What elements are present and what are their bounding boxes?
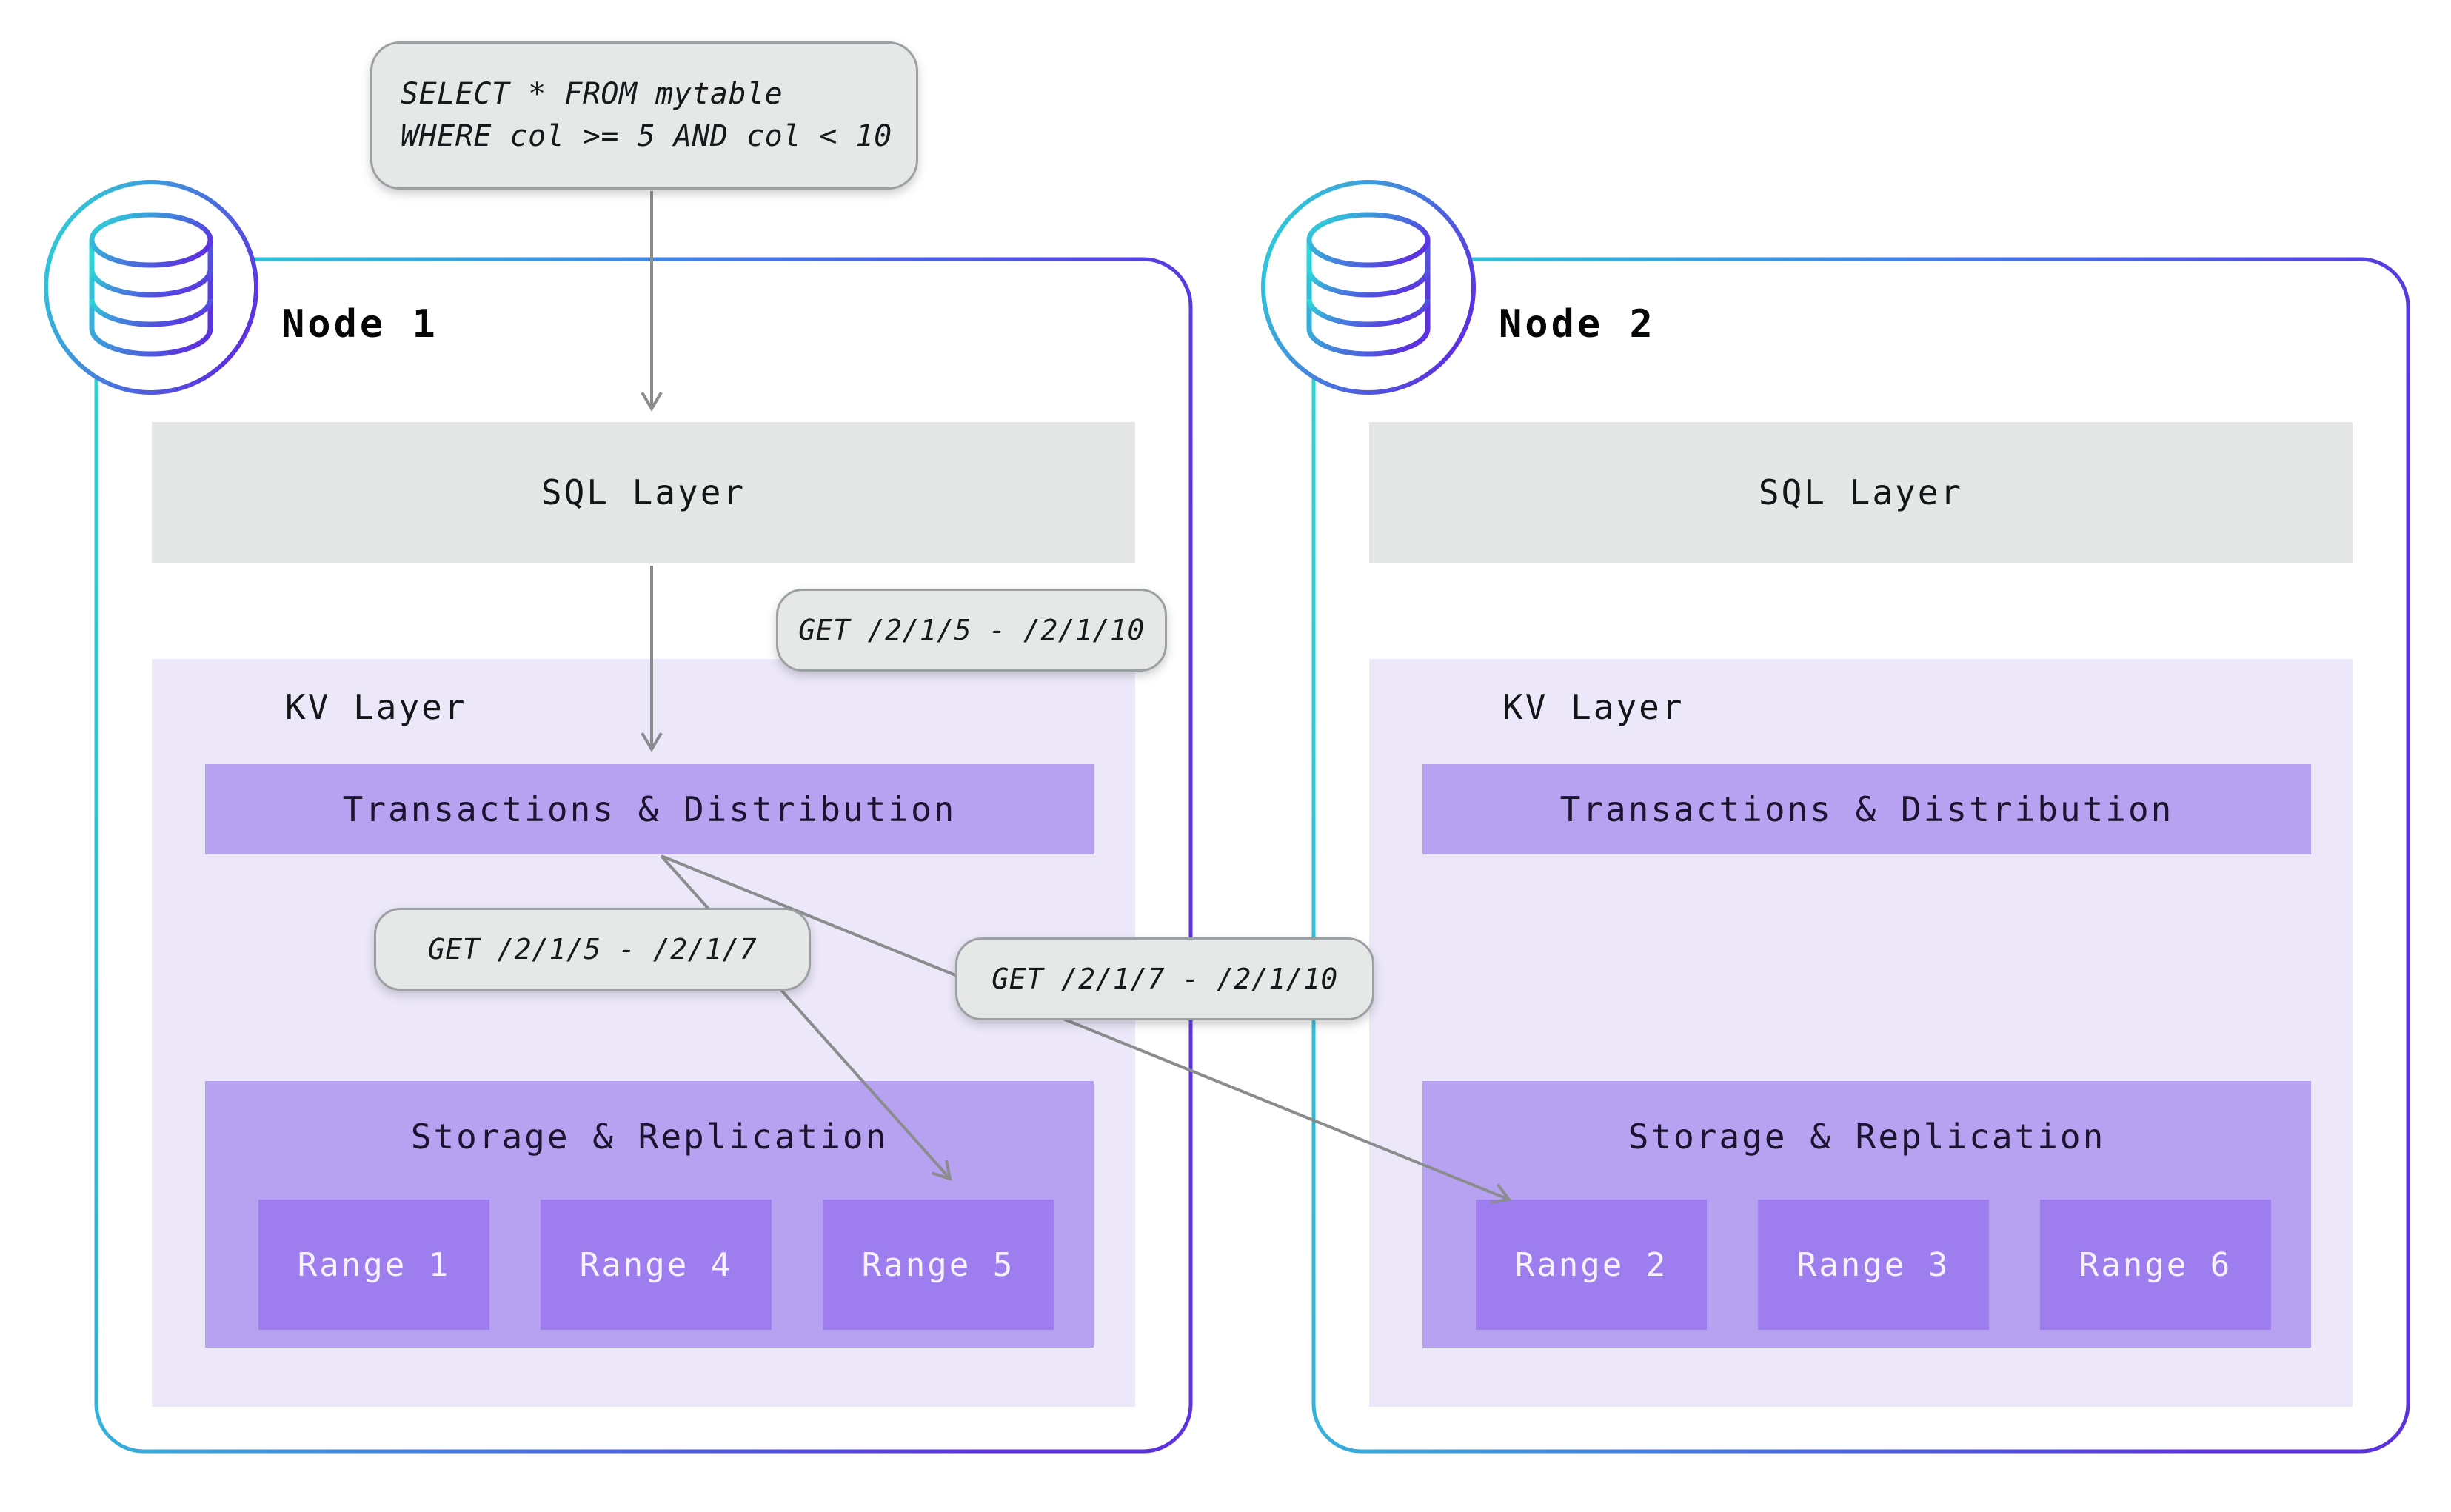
get-request-label-full: GET /2/1/5 - /2/1/10 xyxy=(776,589,1167,672)
range-label: Range 2 xyxy=(1514,1245,1668,1284)
get-request-label-right-split: GET /2/1/7 - /2/1/10 xyxy=(955,937,1374,1020)
sql-query-box: SELECT * FROM mytable WHERE col >= 5 AND… xyxy=(370,41,918,190)
node1-range-box: Range 1 xyxy=(258,1200,489,1330)
get-request-text: GET /2/1/5 - /2/1/7 xyxy=(427,933,758,966)
get-request-text: GET /2/1/7 - /2/1/10 xyxy=(992,963,1338,995)
storage-replication-label: Storage & Replication xyxy=(1628,1117,2106,1157)
node2-range-box: Range 3 xyxy=(1758,1200,1989,1330)
kv-layer-label: KV Layer xyxy=(285,687,467,727)
range-label: Range 4 xyxy=(579,1245,733,1284)
node1-title: Node 1 xyxy=(281,302,438,347)
range-label: Range 3 xyxy=(1796,1245,1950,1284)
node2-transactions-distribution-box: Transactions & Distribution xyxy=(1422,764,2311,854)
node2-range-box: Range 2 xyxy=(1476,1200,1707,1330)
transactions-distribution-label: Transactions & Distribution xyxy=(342,789,957,829)
node1-sql-layer-box: SQL Layer xyxy=(152,422,1135,563)
kv-layer-label: KV Layer xyxy=(1502,687,1685,727)
transactions-distribution-label: Transactions & Distribution xyxy=(1559,789,2174,829)
node1-range-box: Range 5 xyxy=(823,1200,1054,1330)
node2-range-box: Range 6 xyxy=(2040,1200,2271,1330)
range-label: Range 6 xyxy=(2079,1245,2233,1284)
storage-replication-label: Storage & Replication xyxy=(410,1117,889,1157)
node1-transactions-distribution-box: Transactions & Distribution xyxy=(205,764,1094,854)
sql-query-line2: WHERE col >= 5 AND col < 10 xyxy=(401,119,892,153)
node1-range-box: Range 4 xyxy=(541,1200,772,1330)
get-request-text: GET /2/1/5 - /2/1/10 xyxy=(798,614,1145,646)
node2-title: Node 2 xyxy=(1499,302,1656,347)
sql-layer-label: SQL Layer xyxy=(1758,472,1964,512)
get-request-label-left-split: GET /2/1/5 - /2/1/7 xyxy=(374,908,811,991)
node2-sql-layer-box: SQL Layer xyxy=(1369,422,2353,563)
sql-layer-label: SQL Layer xyxy=(541,472,746,512)
database-icon xyxy=(44,180,258,395)
range-label: Range 1 xyxy=(297,1245,451,1284)
range-label: Range 5 xyxy=(861,1245,1015,1284)
database-icon xyxy=(1261,180,1476,395)
sql-query-line1: SELECT * FROM mytable xyxy=(401,77,783,111)
